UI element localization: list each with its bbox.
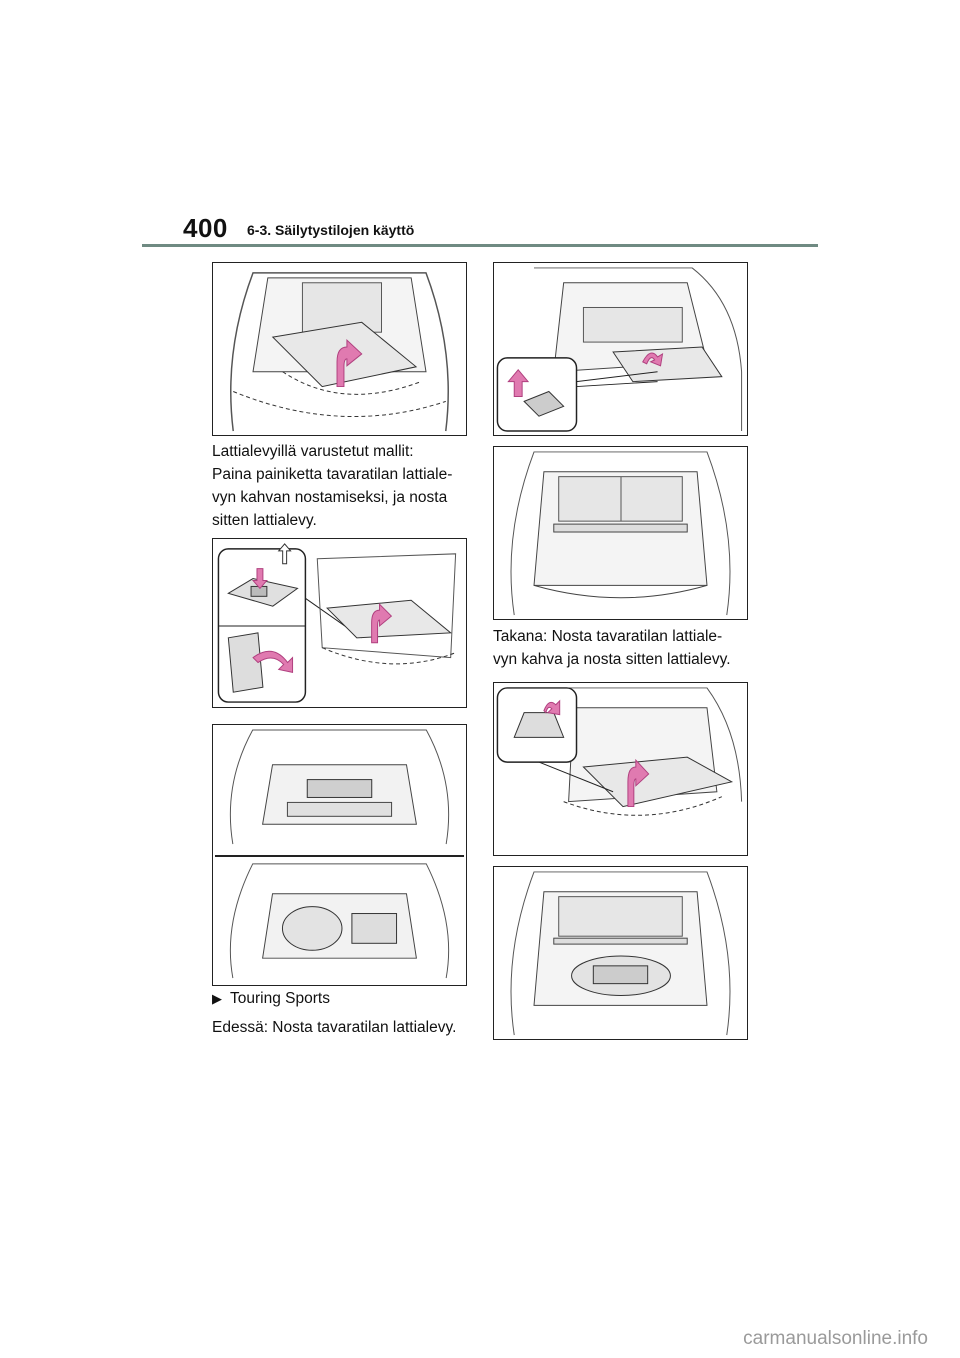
instruction-front: Edessä: Nosta tavaratilan lattialevy. — [212, 1019, 457, 1036]
lift-arrow-icon — [642, 352, 664, 367]
variant-label: Touring Sports — [230, 990, 330, 1007]
variant-heading-touring-sports: ▶ Touring Sports — [212, 990, 330, 1008]
lift-arrow-icon — [336, 338, 363, 388]
figure-hatchback-floor-board — [212, 262, 467, 436]
instruction-rear: Takana: Nosta tavaratilan lattiale- vyn … — [493, 628, 731, 668]
triangle-right-icon: ▶ — [212, 991, 222, 1006]
lift-arrow-icon — [371, 603, 393, 644]
page-number: 400 — [183, 213, 228, 243]
section-title: 6-3. Säilytystilojen käyttö — [247, 222, 415, 238]
pull-arrow-icon — [543, 699, 561, 716]
instruction-floor-board-models: Lattialevyillä varustetut mallit: Paina … — [212, 443, 453, 529]
lift-arrow-icon — [627, 758, 650, 808]
pull-arrow-icon — [252, 650, 294, 674]
figure-estate-floor-lift — [493, 682, 748, 856]
header-divider — [142, 244, 818, 247]
figure-estate-handle-detail — [493, 262, 748, 436]
figure-floor-handle-button — [212, 538, 467, 708]
pull-arrow-icon — [507, 368, 530, 397]
press-arrow-icon — [251, 568, 268, 590]
figure-estate-rear-view — [493, 446, 748, 620]
watermark: carmanualsonline.info — [743, 1328, 928, 1349]
figure-estate-underfloor — [493, 866, 748, 1040]
figure-underfloor-storage — [212, 724, 467, 986]
